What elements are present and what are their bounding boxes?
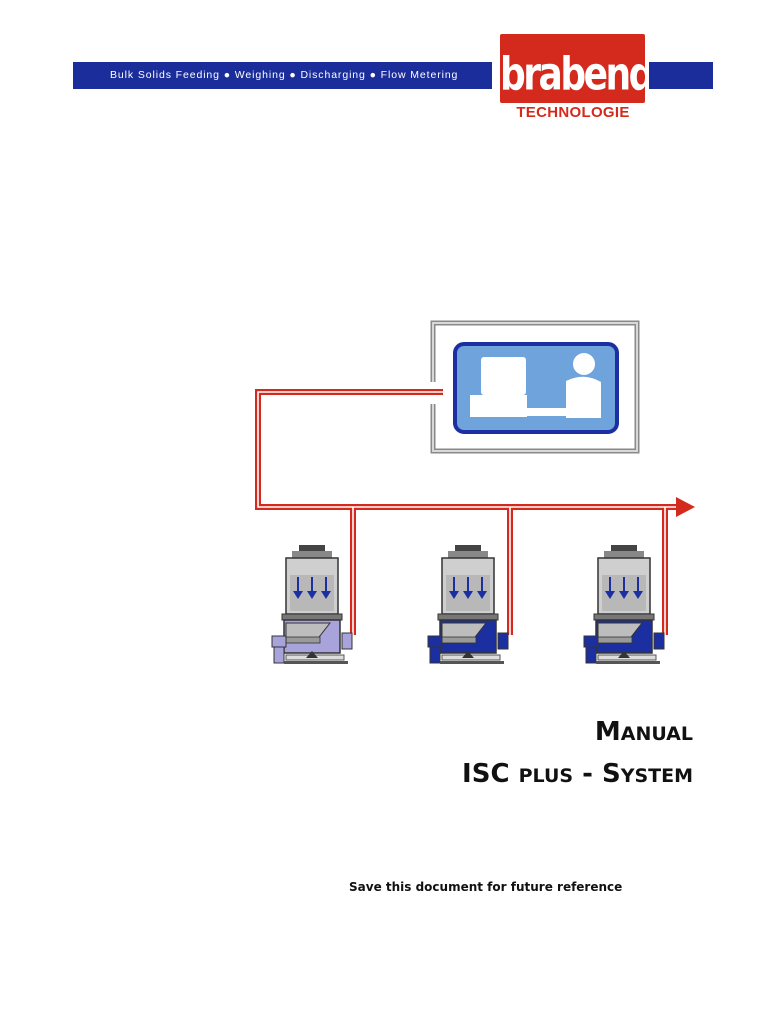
feeder-1: [271, 544, 353, 665]
header-tagline: Bulk Solids Feeding ● Weighing ● Dischar…: [110, 69, 459, 81]
arrow-head-icon: [676, 497, 695, 517]
connection-lines: [255, 389, 695, 635]
title-system: ISC PLUS - SYSTEM: [462, 759, 693, 789]
operator-station: [430, 320, 640, 454]
logo-wordmark: brabender: [500, 49, 645, 101]
feeder-3: [583, 544, 665, 665]
header-banner-left: [73, 62, 492, 89]
title-manual: MANUAL: [594, 717, 693, 747]
computer-operator-icon: [470, 353, 601, 418]
document-title: MANUAL ISC PLUS - SYSTEM: [462, 712, 693, 796]
header-banner-right: [649, 62, 713, 89]
brabender-logo: brabender: [500, 34, 645, 103]
feeder-2: [427, 544, 509, 665]
save-note: Save this document for future reference: [349, 880, 623, 894]
logo-subtitle: TECHNOLOGIE: [516, 104, 630, 121]
